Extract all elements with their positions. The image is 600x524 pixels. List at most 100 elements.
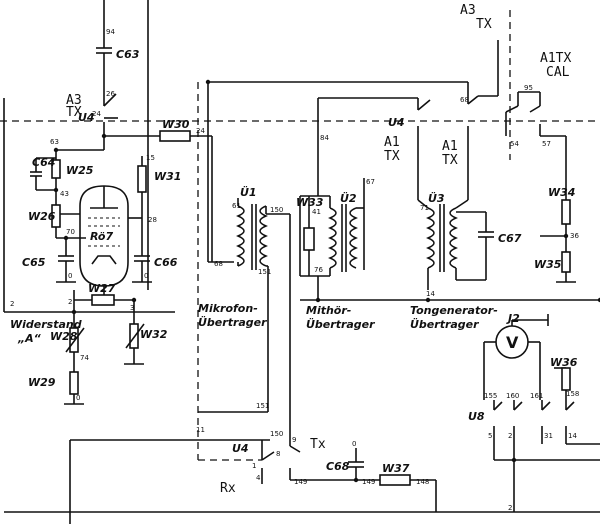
svg-text:2: 2 <box>508 504 512 512</box>
j2-meter: V J2 <box>483 312 549 400</box>
svg-text:11: 11 <box>196 426 205 434</box>
svg-text:68: 68 <box>214 260 223 268</box>
c65-capacitor: C65 0 <box>22 238 76 283</box>
w30-label: W30 <box>162 118 190 131</box>
u3-label: Ü3 <box>428 191 445 205</box>
a1tx-right-line1: A1 <box>442 139 458 154</box>
c64-label: C64 <box>32 156 55 169</box>
svg-text:151: 151 <box>258 268 271 276</box>
c66-label: C66 <box>154 256 178 269</box>
svg-text:15: 15 <box>146 154 155 162</box>
svg-text:0: 0 <box>352 440 356 448</box>
w30-resistor: W30 24 <box>104 118 213 262</box>
svg-text:149: 149 <box>362 478 375 486</box>
svg-text:31: 31 <box>544 432 553 440</box>
w36-label: W36 <box>550 356 578 369</box>
w33-label: W33 <box>296 196 324 209</box>
tx-label: Tx <box>310 437 326 452</box>
svg-text:160: 160 <box>506 392 519 400</box>
tube-ro7: Rö7 28 <box>79 185 157 287</box>
svg-text:63: 63 <box>50 138 59 146</box>
w26-resistor: W26 70 <box>28 204 86 239</box>
svg-text:41: 41 <box>312 208 321 216</box>
svg-text:0: 0 <box>68 272 72 280</box>
w32-label: W32 <box>140 328 168 341</box>
w25-label: W25 <box>66 164 94 177</box>
mikrofon-caption-2: Übertrager <box>198 315 267 329</box>
svg-text:26: 26 <box>106 90 115 98</box>
svg-text:74: 74 <box>80 354 89 362</box>
w27-network: W27 2 3 2 <box>10 282 134 312</box>
u4-bottom-label: U4 <box>232 442 249 455</box>
u3-transformer: Ü3 C67 71 14 68 U4 A1 TX A1 TX Tongenera… <box>384 82 522 331</box>
tongen-caption-2: Übertrager <box>410 317 479 331</box>
svg-text:0: 0 <box>76 394 80 402</box>
rx-label: Rx <box>220 481 236 496</box>
w34-label: W34 <box>548 186 575 199</box>
a3tx-left-line2: TX <box>66 105 82 120</box>
svg-text:150: 150 <box>270 430 283 438</box>
svg-text:14: 14 <box>568 432 577 440</box>
svg-text:3: 3 <box>130 304 134 312</box>
u1-label: Ü1 <box>240 185 257 199</box>
w34-w35: W34 W35 36 <box>534 186 579 283</box>
c64-w25-network: C64 W25 63 43 <box>30 138 104 205</box>
svg-text:2: 2 <box>508 432 512 440</box>
w26-label: W26 <box>28 210 56 223</box>
a1tx-right-line2: TX <box>442 153 458 168</box>
w28-label: W28 <box>50 330 78 343</box>
svg-text:161: 161 <box>530 392 543 400</box>
svg-text:0: 0 <box>144 272 148 280</box>
svg-text:76: 76 <box>314 266 323 274</box>
svg-text:95: 95 <box>524 84 533 92</box>
a1tx-cal-line1: A1TX <box>540 51 571 66</box>
tongen-caption-1: Tongenerator- <box>410 304 498 317</box>
svg-text:8: 8 <box>276 450 280 458</box>
a3tx-left-line1: A3 <box>66 93 82 108</box>
widerstand-label: Widerstand <box>10 318 82 331</box>
mithor-caption-2: Übertrager <box>306 317 375 331</box>
svg-text:150: 150 <box>270 206 283 214</box>
svg-text:36: 36 <box>570 232 579 240</box>
w37-label: W37 <box>382 462 410 475</box>
svg-text:67: 67 <box>366 178 375 186</box>
meter-v: V <box>506 333 519 352</box>
c67-label: C67 <box>498 232 522 245</box>
w31-label: W31 <box>154 170 181 183</box>
svg-text:61: 61 <box>232 202 241 210</box>
svg-text:28: 28 <box>148 216 157 224</box>
svg-text:2: 2 <box>68 298 72 306</box>
j2-label: J2 <box>506 312 520 325</box>
svg-text:54: 54 <box>510 140 519 148</box>
u1-transformer: Ü1 68 150 151 61 151 Mikrofon- Übertrage… <box>198 81 468 430</box>
svg-text:1: 1 <box>252 462 256 470</box>
a3tx-top-line2: TX <box>476 17 492 32</box>
w35-label: W35 <box>534 258 562 271</box>
u4-mid-label: U4 <box>388 116 405 129</box>
u4-switch-left: 26 24 U4 A3 TX <box>66 90 118 150</box>
svg-text:43: 43 <box>60 190 69 198</box>
c68-label: C68 <box>326 460 350 473</box>
svg-text:5: 5 <box>488 432 492 440</box>
a1tx-cal-line2: CAL <box>546 65 570 80</box>
w29-label: W29 <box>28 376 56 389</box>
svg-text:9: 9 <box>292 436 296 444</box>
svg-text:14: 14 <box>426 290 435 298</box>
svg-text:57: 57 <box>542 140 551 148</box>
w27-label: W27 <box>88 282 116 295</box>
w36-u8: W36 U8 155 160 161 158 5 2 31 14 <box>468 356 600 512</box>
w29-resistor: W29 0 <box>28 371 84 405</box>
svg-text:151: 151 <box>256 402 269 410</box>
mithor-caption-1: Mithör- <box>306 304 351 317</box>
ro7-label: Rö7 <box>90 230 113 243</box>
u8-label: U8 <box>468 410 485 423</box>
frame-wires <box>3 0 600 524</box>
svg-text:70: 70 <box>66 228 75 236</box>
svg-text:94: 94 <box>106 28 115 36</box>
u2-transformer: Ü2 W33 41 76 67 84 Mithör- Übertrager <box>296 97 600 331</box>
u4-switch-bottom: U4 C68 W37 Rx Tx 150 149 149 148 0 11 1 … <box>196 426 512 512</box>
svg-text:2: 2 <box>10 300 14 308</box>
widerstand-a-label: „A“ <box>17 332 42 345</box>
svg-text:4: 4 <box>256 474 261 482</box>
